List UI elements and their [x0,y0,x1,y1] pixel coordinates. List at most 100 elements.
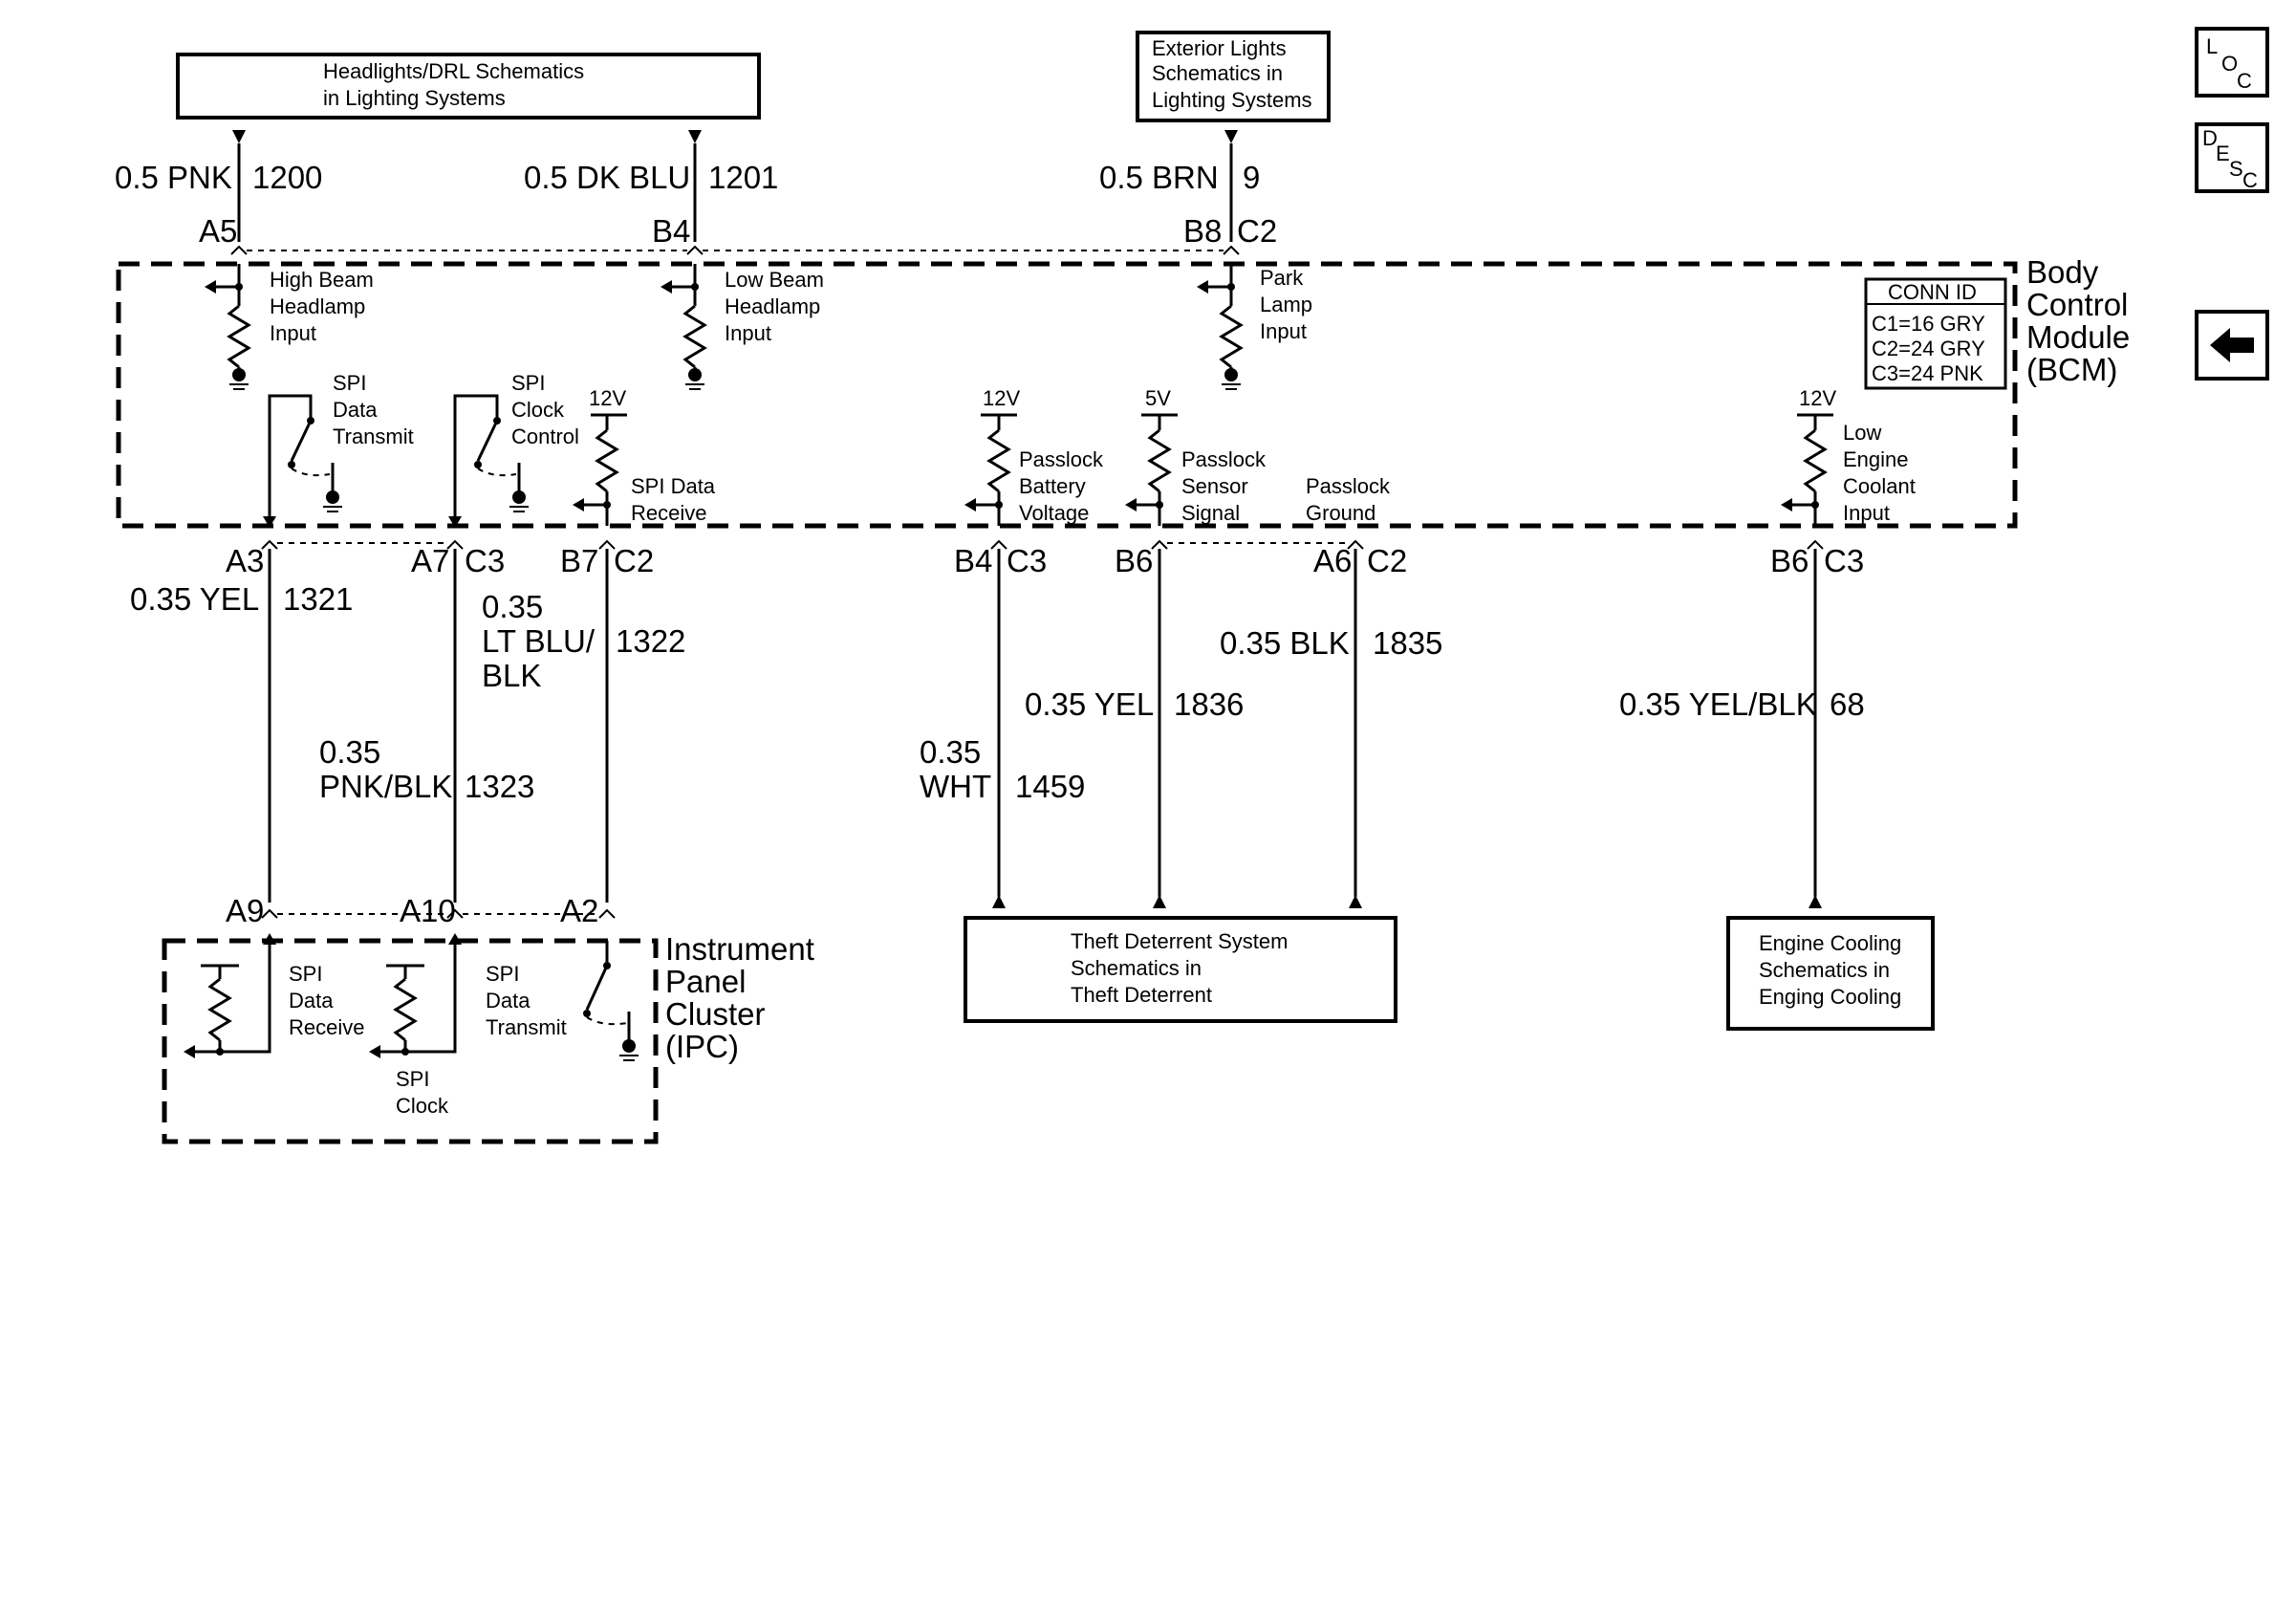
bcm-spi-rx-label-1: SPI Data [631,474,716,498]
pin-b8: B8 [1183,213,1222,249]
pin-c2-c: C2 [1367,543,1407,578]
exterior-box-line2: Schematics in [1152,61,1283,85]
bcm-spi-clk-label-2: Clock [511,398,565,422]
ipc-spi-tx-label-1: SPI [486,962,519,986]
exterior-lights-schematic-box[interactable]: Exterior Lights Schematics in Lighting S… [1136,31,1331,122]
park-lamp-input-circuit: Park Lamp Input [1197,264,1312,390]
theft-deterrent-schematic-box[interactable]: Theft Deterrent System Schematics in The… [964,916,1397,1023]
wire-1459: 0.35 WHT 1459 [920,549,1085,908]
desc-button[interactable]: D E S C [2195,122,2269,193]
wire-1321-color: 0.35 YEL [130,581,259,617]
bcm-spi-clk-label-1: SPI [511,371,545,395]
bcm-label-3: Module [2026,319,2130,355]
wire-1836-circuit: 1836 [1174,686,1244,722]
pin-a9: A9 [226,893,264,928]
headlights-schematic-box[interactable]: Headlights/DRL Schematics in Lighting Sy… [176,53,761,120]
wire-1200: 0.5 PNK 1200 [115,130,322,242]
ipc-label-4: (IPC) [665,1029,739,1064]
passlock-batt-label-3: Voltage [1019,501,1089,525]
passlock-sensor-label-2: Sensor [1181,474,1248,498]
wire-1836-color: 0.35 YEL [1025,686,1154,722]
park-label-1: Park [1260,266,1304,290]
low-beam-label-1: Low Beam [725,268,824,292]
passlock-sensor-label-1: Passlock [1181,447,1267,471]
wire-9-color: 0.5 BRN [1099,160,1219,195]
pin-a6: A6 [1313,543,1352,578]
wire-9-circuit: 9 [1243,160,1260,195]
theft-box-line1: Theft Deterrent System [1071,929,1288,953]
wire-1321-circuit: 1321 [283,581,353,617]
bcm-label-2: Control [2026,287,2128,322]
low-beam-label-2: Headlamp [725,294,820,318]
ipc-module: Instrument Panel Cluster (IPC) SPI Data … [162,931,814,1144]
wire-1835: 0.35 BLK 1835 [1220,549,1442,908]
passlock-batt-label-2: Battery [1019,474,1086,498]
bcm-spi-tx-label-2: Data [333,398,378,422]
pin-a2: A2 [560,893,598,928]
pin-c2-b: C2 [614,543,654,578]
bcm-spi-data-receive-pullup: 12V SPI Data Receive [573,386,716,526]
wire-1322-circuit: 1322 [616,623,685,659]
park-label-3: Input [1260,319,1307,343]
pin-b6-a: B6 [1115,543,1153,578]
ipc-label-3: Cluster [665,996,766,1032]
ipc-spi-rx-label-3: Receive [289,1015,364,1039]
bcm-spi-clk-label-3: Control [511,425,579,448]
passlock-batt-12v: 12V [983,386,1020,410]
coolant-label-3: Coolant [1843,474,1916,498]
pin-b7: B7 [560,543,598,578]
loc-letter-o: O [2221,52,2238,76]
wire-68: 0.35 YEL/BLK 68 [1619,549,1865,908]
passlock-ground-label: Passlock Ground [1306,474,1391,525]
cooling-box-line2: Schematics in [1759,958,1890,982]
bcm-spi-rx-12v: 12V [589,386,626,410]
pin-a10: A10 [400,893,456,928]
desc-letter-d: D [2202,126,2218,150]
conn-id-c3: C3=24 PNK [1872,361,1983,385]
desc-letter-e: E [2216,142,2230,165]
exterior-box-line1: Exterior Lights [1152,36,1287,60]
engine-cooling-schematic-box[interactable]: Engine Cooling Schematics in Enging Cool… [1726,916,1935,1031]
passlock-sensor-5v: 5V [1145,386,1171,410]
conn-id-c2: C2=24 GRY [1872,337,1985,360]
ipc-spi-tx-label-2: Data [486,989,531,1012]
desc-letter-s: S [2229,157,2243,181]
pin-c3-a: C3 [465,543,505,578]
coolant-label-2: Engine [1843,447,1909,471]
headlights-box-line2: in Lighting Systems [323,86,506,110]
high-beam-label-2: Headlamp [270,294,365,318]
high-beam-label-3: Input [270,321,316,345]
wire-1321: 0.35 YEL 1321 [130,549,353,903]
loc-button[interactable]: L O C [2195,27,2269,98]
pin-a3: A3 [226,543,264,578]
wire-1836: 0.35 YEL 1836 [1025,549,1244,908]
back-arrow-icon [2210,328,2254,362]
wire-1323-color-2: PNK/BLK [319,769,452,804]
wire-1323-color-1: 0.35 [319,734,380,770]
wire-1322: 0.35 LT BLU/ BLK 1322 [482,549,685,903]
conn-id-title: CONN ID [1888,280,1977,304]
ipc-spi-clk-label-1: SPI [396,1067,429,1091]
wire-1835-circuit: 1835 [1373,625,1442,661]
passlock-batt-label-1: Passlock [1019,447,1104,471]
wire-1200-color: 0.5 PNK [115,160,232,195]
wire-1459-color-2: WHT [920,769,991,804]
bcm-module: Body Control Module (BCM) CONN ID C1=16 … [116,254,2130,529]
wire-1201-color: 0.5 DK BLU [524,160,690,195]
ipc-spi-data-transmit-switch: SPI Data Transmit [486,941,639,1061]
coolant-12v: 12V [1799,386,1836,410]
passlock-gnd-label-2: Ground [1306,501,1375,525]
back-button[interactable] [2195,310,2269,381]
wire-68-color: 0.35 YEL/BLK [1619,686,1817,722]
pin-a7: A7 [411,543,449,578]
bcm-label-1: Body [2026,254,2099,290]
pin-c3-c: C3 [1824,543,1864,578]
ipc-spi-data-receive: SPI Data Receive [184,933,364,1058]
bcm-spi-data-transmit-switch: SPI Data Transmit [263,371,414,528]
loc-letter-c: C [2237,69,2252,93]
wire-1323: 0.35 PNK/BLK 1323 [319,549,534,903]
wire-1200-circuit: 1200 [252,160,322,195]
theft-box-line3: Theft Deterrent [1071,983,1212,1007]
cooling-box-line1: Engine Cooling [1759,931,1901,955]
